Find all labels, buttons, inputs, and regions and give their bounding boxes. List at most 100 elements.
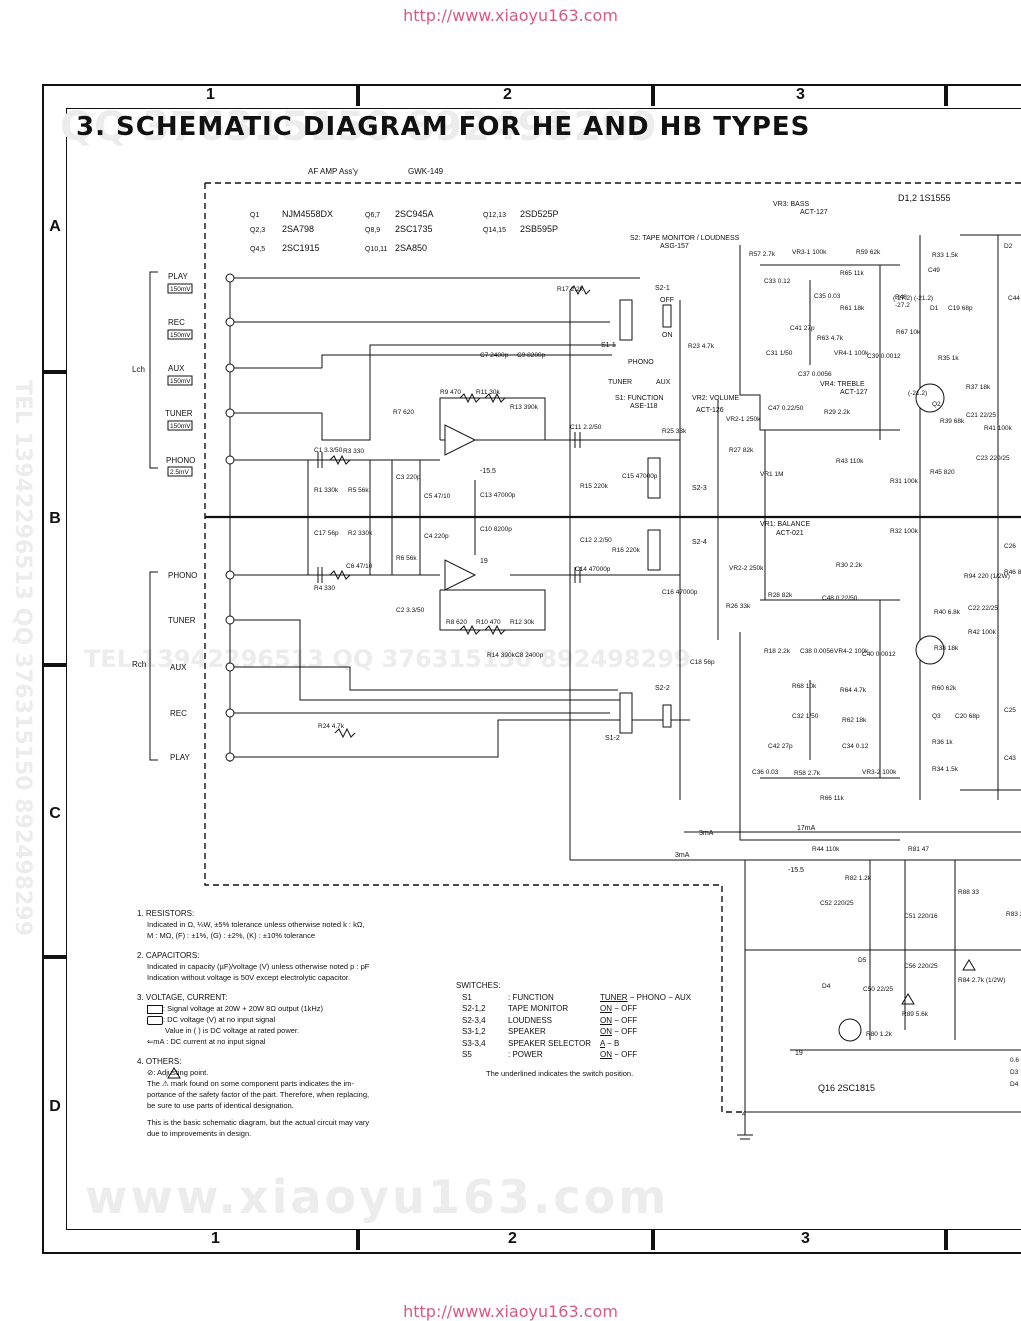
component-label: R67 10k [896,329,921,336]
row-label-c: C [49,805,61,822]
switch-s1-1: S1-1 [601,342,616,349]
component-label: R8 620 [446,619,467,626]
transistor-type: 2SA850 [395,243,427,253]
column-label-1: 1 [211,1230,220,1247]
voltage-tag: -15.5 [480,468,496,475]
component-label: C51 220/16 [904,913,938,920]
component-label: C42 27p [768,743,793,750]
watermark-side: TEL 13942296513 QQ 376315150 892498299 [10,380,35,937]
component-label: R26 33k [726,603,751,610]
s2-off: OFF [660,297,674,304]
lch-label: Lch [132,365,145,374]
switch-id: S2-1,2 [462,1004,486,1013]
transistor-type: 2SC1915 [282,243,320,253]
component-label: R11 30k [476,389,500,396]
component-label: C12 2.2/50 [580,537,612,544]
component-label: R23 4.7k [688,343,715,350]
column-divider [944,86,948,106]
switch-position: ON [600,1015,612,1025]
dc-box-icon [147,1015,163,1025]
switch-name: : POWER [508,1050,543,1059]
component-label: VR4-1 100k [834,350,869,357]
switch-id: S2-3,4 [462,1015,486,1025]
row-label-b: B [49,510,61,527]
component-label: C21 22/25 [966,412,996,419]
component-label: C20 68p [955,713,980,720]
component-label: C16 47000p [662,589,698,596]
component-label: R24 4.7k [318,723,345,730]
rch-input-play: PLAY [170,753,191,762]
treble-code: ACT-127 [840,389,868,396]
note-others-heading: 4. OTHERS: [137,1057,182,1066]
row-divider [42,370,66,374]
input-level: 150mV [170,423,191,430]
switch-options: − OFF [612,1015,638,1025]
switch-name: SPEAKER SELECTOR [508,1038,591,1048]
component-label: R30 2.2k [836,562,863,569]
warning-triangle-icon: ⚠ [162,1079,169,1088]
component-label: R41 100k [984,425,1013,432]
s2-code: ASG-157 [660,243,689,250]
component-label: R66 11k [820,795,844,802]
component-label: C11 2.2/50 [570,424,602,431]
bass-code: ACT-127 [800,209,828,216]
component-label: R34 1.5k [932,766,959,773]
component-label: (-21.2) [908,390,927,397]
column-divider [651,86,655,106]
rch-input-phono: PHONO [168,571,197,580]
note-text: mA : DC current at no input signal [153,1037,266,1046]
component-label: 0.6 [1010,1057,1019,1064]
component-label: R38 18k [934,645,959,652]
notes-block: 1. RESISTORS: Indicated in Ω, ¼W, ±5% to… [137,908,407,1139]
component-label: C36 0.03 [752,769,779,776]
input-level: 150mV [170,286,191,293]
rch-input-tuner: TUNER [168,616,196,625]
drawing-frame [42,84,1021,1254]
column-divider [356,86,360,106]
warning-triangle-icon [901,993,915,1005]
source-url-bottom[interactable]: http://www.xiaoyu163.com [403,1302,618,1321]
component-label: VR1 1M [760,471,783,478]
component-label: C34 0.12 [842,743,869,750]
switch-id: S1 [462,992,472,1002]
component-label: C23 220/25 [976,455,1010,462]
component-label: VR4-2 100k [834,648,869,655]
component-label: C49 [928,267,940,274]
component-label: R15 220k [580,483,609,490]
component-label: D4 [822,983,831,990]
transistor-ref: Q8,9 [365,227,380,234]
component-label: C48 0.22/50 [822,595,858,602]
column-divider [356,1230,360,1250]
component-label: VR3-2 100k [862,769,897,776]
component-label: R32 100k [890,528,919,535]
component-label: R64 4.7k [840,687,867,694]
component-label: C37 0.0056 [798,371,832,378]
row-divider [42,663,66,667]
row-label-d: D [49,1098,61,1115]
switch-s2-1: S2-1 [655,285,670,292]
component-label: C35 0.03 [814,293,841,300]
transistor-type: NJM4558DX [282,209,333,219]
transistor-ref: Q1 [250,212,259,219]
component-label: R17 2.2k [557,286,584,293]
note-text: Indicated in capacity (µF)/voltage (V) u… [147,962,370,971]
component-label: C4 220p [424,533,449,540]
component-label: R81 47 [908,846,929,853]
component-label: Q3 [932,713,941,720]
warning-triangle-icon [167,1067,181,1079]
component-label: C52 220/25 [820,900,854,907]
note-text: : Adjusting point. [153,1068,209,1077]
column-label-2: 2 [503,86,512,103]
treble-label: VR4: TREBLE [820,381,865,388]
assy-name: AF AMP Ass'y [308,167,358,176]
component-label: R63 4.7k [817,335,844,342]
component-label: R12 30k [510,619,535,626]
switch-position: ON [600,1004,612,1013]
component-label: R4 330 [314,585,335,592]
component-label: C22 22/25 [968,605,998,612]
watermark-mid: TEL 13942296513 QQ 376315150 892498299 [84,645,691,673]
component-label: VR3-1 100k [792,249,827,256]
note-text: This is the basic schematic diagram, but… [147,1118,370,1127]
source-url-top[interactable]: http://www.xiaoyu163.com [403,6,618,25]
